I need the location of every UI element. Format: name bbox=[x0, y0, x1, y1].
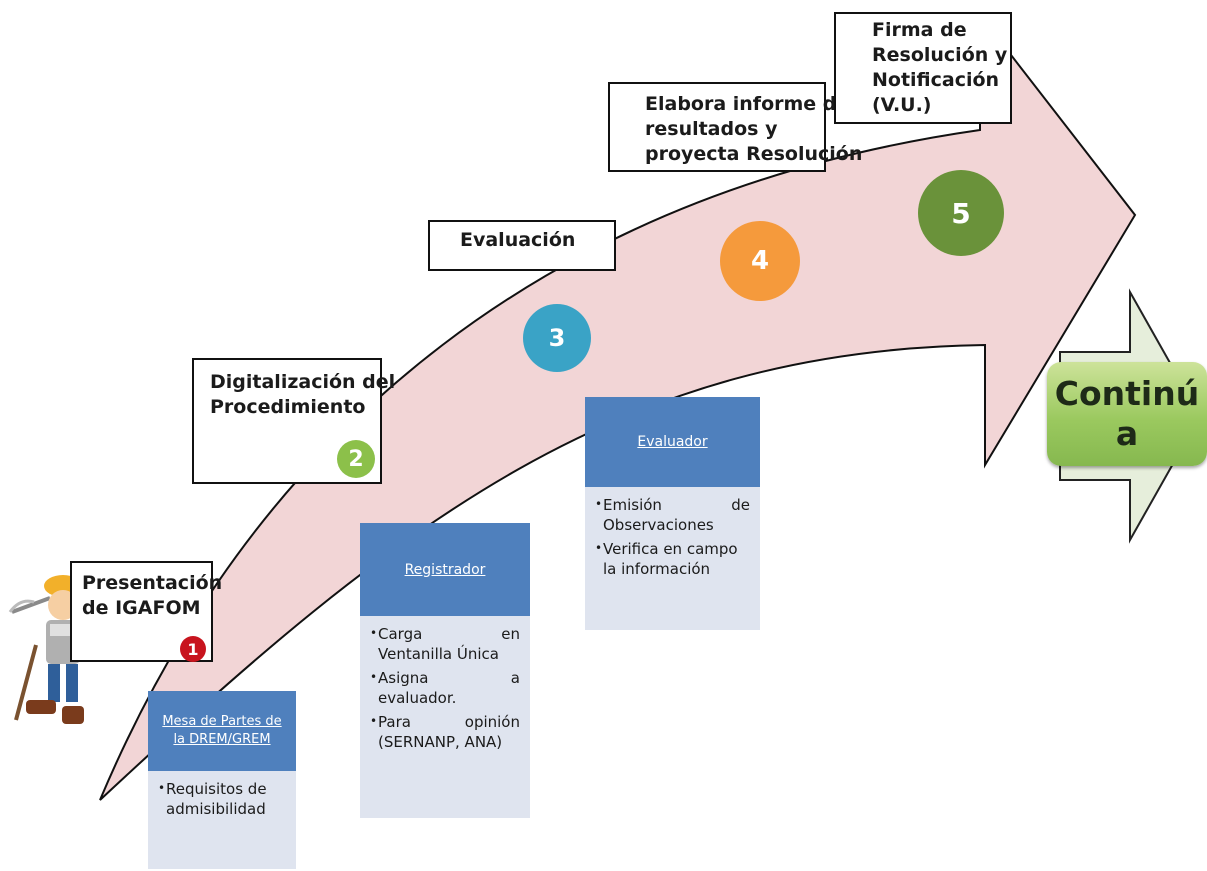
continue-button[interactable]: Continú a bbox=[1047, 362, 1207, 466]
panel-item: Emisión de Observaciones bbox=[595, 494, 750, 535]
step-2-number: 2 bbox=[348, 446, 364, 472]
step-1-label: Presentación de IGAFOM bbox=[82, 572, 223, 619]
step-4-number: 4 bbox=[750, 246, 770, 276]
step-4-label: Elabora informe de resultados y proyecta… bbox=[645, 93, 863, 165]
panel-evaluador: Evaluador Emisión de Observaciones Verif… bbox=[585, 397, 760, 630]
panel-registrador: Registrador Carga en Ventanilla Única As… bbox=[360, 523, 530, 818]
step-3-box bbox=[428, 220, 616, 271]
continue-label: Continú a bbox=[1054, 374, 1200, 453]
panel-mesa-de-partes-title: Mesa de Partes de la DREM/GREM bbox=[148, 691, 296, 771]
panel-item: Verifica en campo la información bbox=[595, 538, 750, 579]
panel-item: Para opinión (SERNANP, ANA) bbox=[370, 711, 520, 752]
step-2-label: Digitalización del Procedimiento bbox=[210, 371, 396, 418]
step-4-circle: 4 bbox=[720, 221, 800, 301]
step-4-box bbox=[608, 82, 826, 172]
step-1-number: 1 bbox=[187, 639, 199, 659]
panel-mesa-de-partes: Mesa de Partes de la DREM/GREM Requisito… bbox=[148, 691, 296, 869]
step-5-label: Firma de Resolución y Notificación (V.U.… bbox=[872, 19, 1008, 116]
step-3-label: Evaluación bbox=[460, 229, 576, 251]
step-5-box bbox=[834, 12, 1012, 124]
panel-evaluador-title: Evaluador bbox=[585, 397, 760, 487]
step-1-circle: 1 bbox=[180, 636, 206, 662]
step-2-circle: 2 bbox=[337, 440, 375, 478]
panel-item: Asigna a evaluador. bbox=[370, 667, 520, 708]
step-3-number: 3 bbox=[548, 324, 566, 352]
step-5-circle: 5 bbox=[918, 170, 1004, 256]
step-3-circle: 3 bbox=[523, 304, 591, 372]
step-5-number: 5 bbox=[951, 196, 971, 230]
panel-item: Carga en Ventanilla Única bbox=[370, 623, 520, 664]
panel-item: Requisitos de admisibilidad bbox=[158, 778, 286, 819]
panel-registrador-title: Registrador bbox=[360, 523, 530, 616]
